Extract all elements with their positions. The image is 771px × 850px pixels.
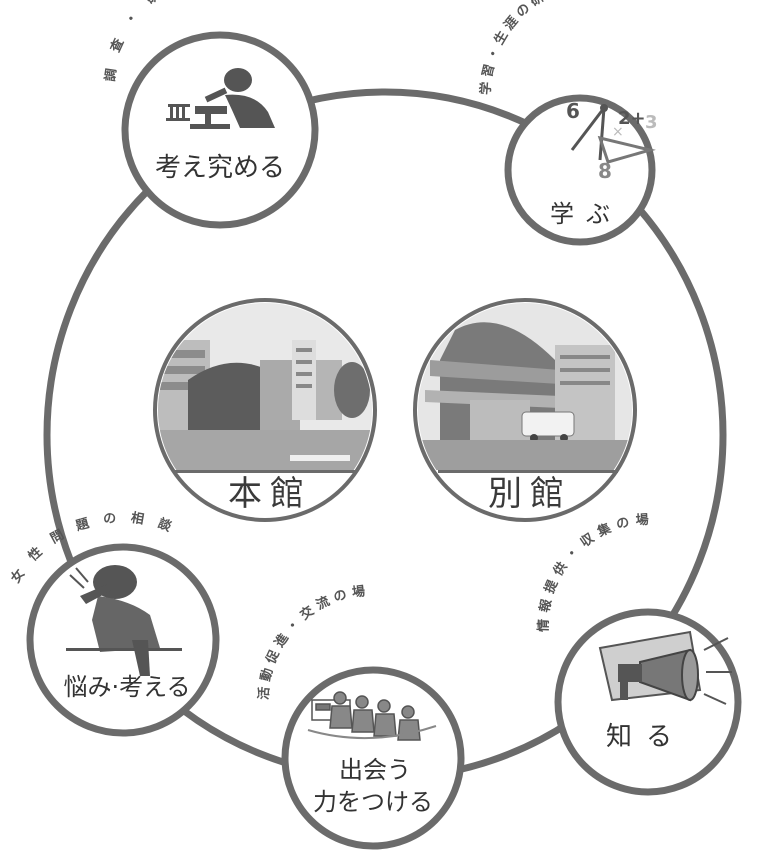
people-meeting-icon [307, 691, 437, 741]
megaphone-icon [598, 630, 732, 705]
svg-text:2+: 2+ [618, 108, 646, 129]
annex-building-label: 別館 [488, 474, 572, 514]
worry-label: 悩み·考える [64, 673, 191, 701]
learn-label: 学ぶ [550, 200, 622, 228]
node-research: 調査・研究 考え究める [102, 0, 319, 229]
main-building-label: 本館 [228, 474, 312, 514]
node-know: 情報提供・収集の場 知る [536, 512, 742, 796]
microscope-scientist-icon [166, 68, 275, 129]
learn-arc-caption: 学習・生涯の研究の場 [478, 0, 598, 95]
svg-text:3: 3 [645, 112, 658, 133]
meet-label-line2: 力をつける [313, 788, 433, 816]
worried-person-icon [66, 565, 182, 676]
node-worry: 女性問題の相談 悩み·考える [8, 510, 220, 737]
meet-label-line1: 出会う [339, 756, 411, 784]
annex-building-photo: 別館 [413, 298, 637, 522]
know-label: 知る [606, 722, 686, 752]
node-learn: 学習・生涯の研究の場 6 2+ 3 8 × 学ぶ [478, 0, 658, 246]
research-label: 考え究める [155, 153, 285, 183]
main-building-photo: 本館 [153, 298, 377, 522]
math-tools-icon: 6 2+ 3 8 × [566, 99, 658, 183]
svg-text:×: × [612, 124, 624, 140]
svg-text:6: 6 [566, 99, 580, 123]
node-meet: 活動促進・交流の場 出会う 力をつける [256, 583, 465, 850]
svg-text:8: 8 [598, 159, 612, 183]
